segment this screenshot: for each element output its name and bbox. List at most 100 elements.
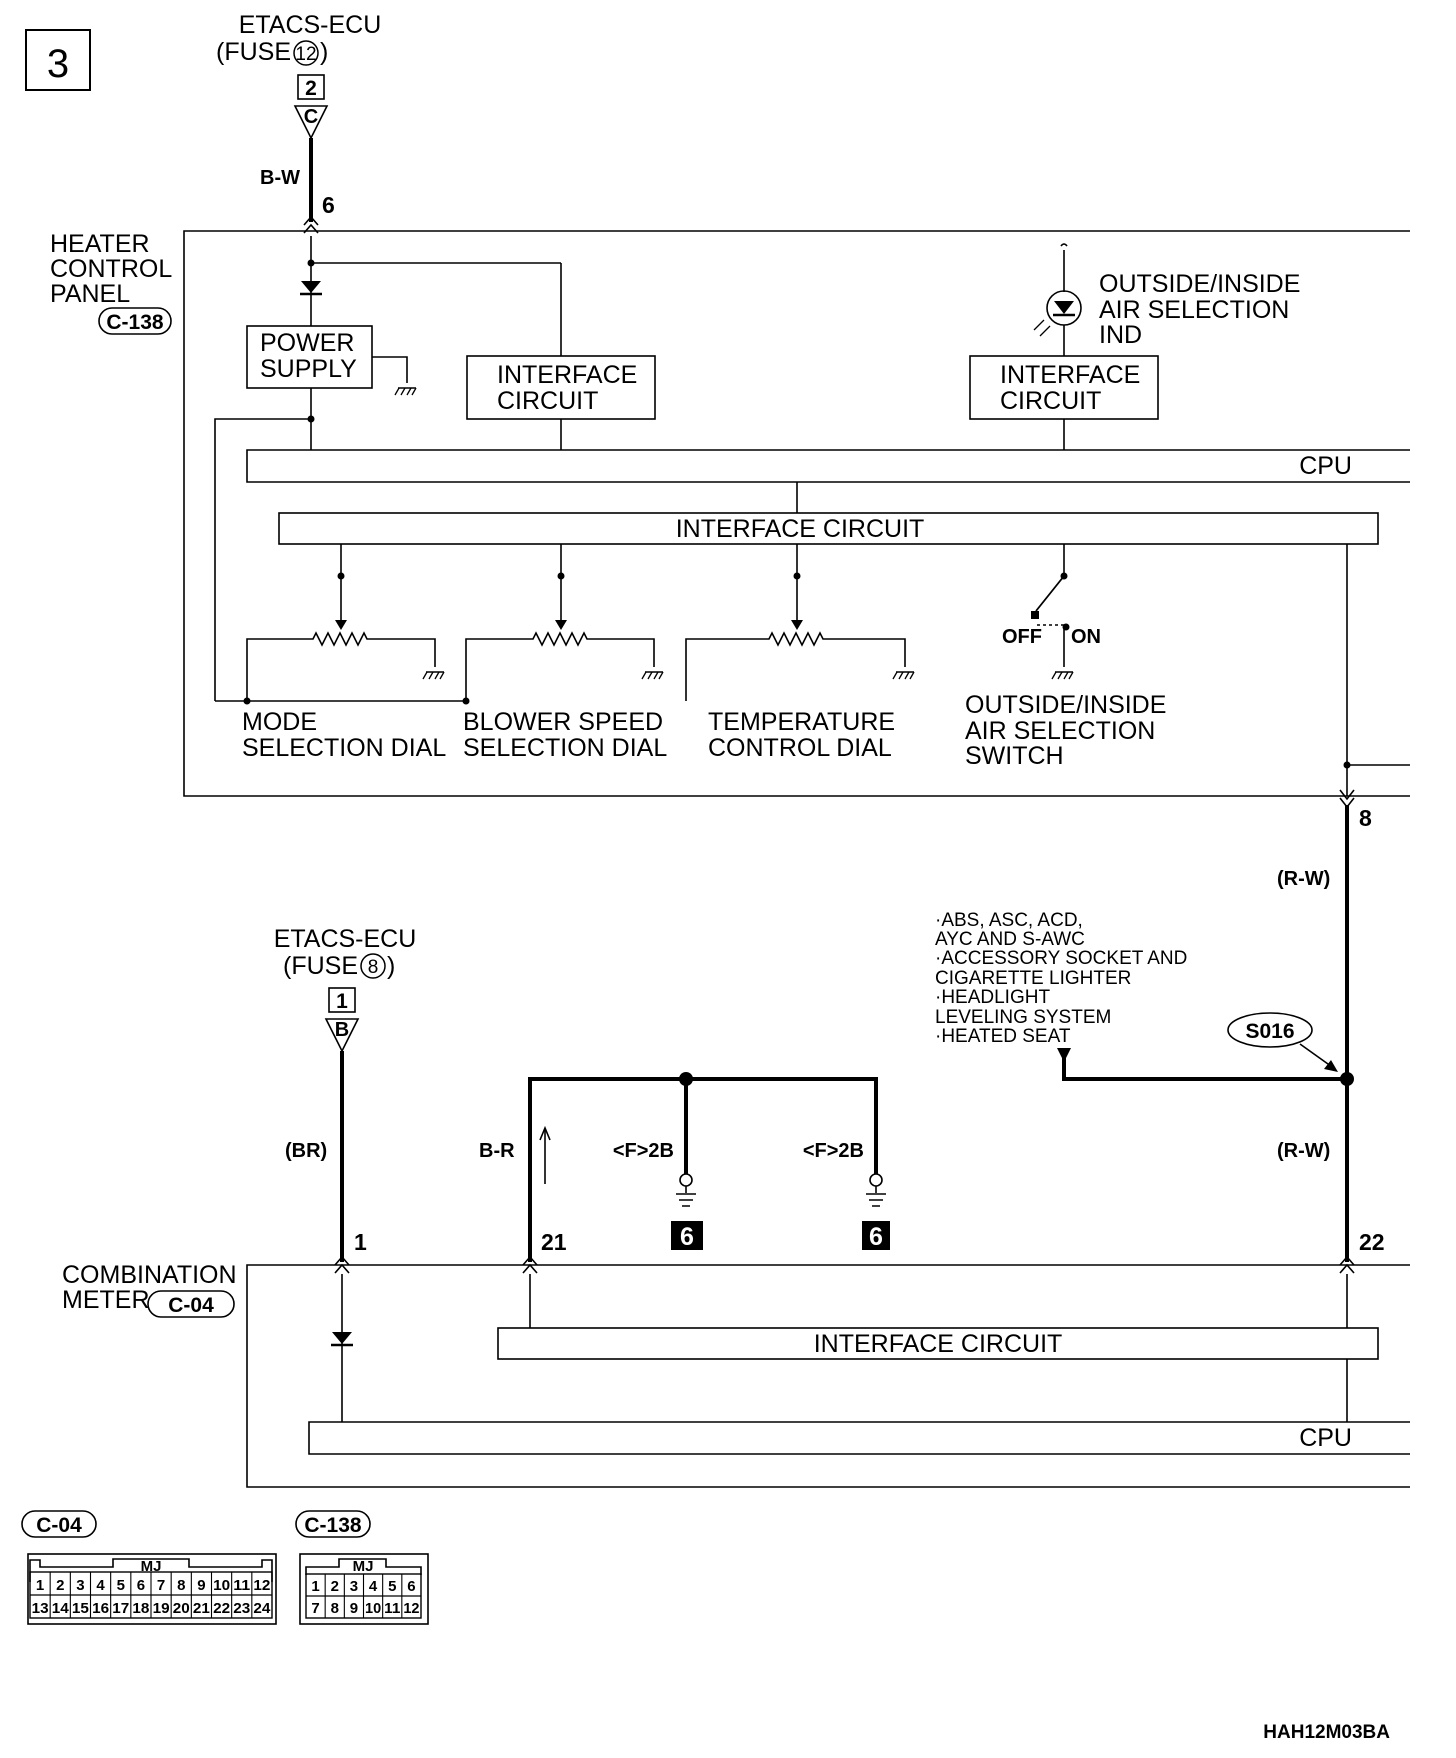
mode-dial bbox=[246, 544, 445, 701]
c138-pin-9: 9 bbox=[350, 1600, 358, 1617]
systems-line-4: CIGARETTE LIGHTER bbox=[935, 968, 1131, 989]
heater-title-line-3: PANEL bbox=[50, 280, 130, 308]
heater-interface-main bbox=[278, 512, 1379, 545]
top-pin-6: 6 bbox=[322, 192, 335, 218]
c04-mj: MJ bbox=[141, 1558, 162, 1575]
temperature-dial bbox=[685, 544, 915, 701]
heater-interface-main-label: INTERFACE CIRCUIT bbox=[676, 515, 925, 543]
c04-pin-3: 3 bbox=[76, 1577, 84, 1594]
systems-line-5: ·HEADLIGHT bbox=[935, 987, 1050, 1008]
ground-point-icon bbox=[679, 1173, 693, 1187]
c04-pin-9: 9 bbox=[197, 1577, 205, 1594]
systems-line-1: ·ABS, ASC, ACD, bbox=[935, 910, 1083, 931]
mode-dial-line-2: SELECTION DIAL bbox=[242, 734, 446, 762]
c04-pin-15: 15 bbox=[72, 1600, 89, 1617]
heater-control-panel: HEATER CONTROL PANEL C-138 POWER SUPPLY … bbox=[50, 216, 1410, 797]
interface-circuit-left bbox=[466, 355, 656, 420]
interface-right-line-2: CIRCUIT bbox=[1000, 387, 1101, 415]
ground-2-badge bbox=[862, 1221, 890, 1250]
meter-wire-color: (BR) bbox=[285, 1140, 327, 1162]
heater-connector-id: C-138 bbox=[106, 311, 164, 334]
c138-name: C-138 bbox=[304, 1514, 362, 1537]
switch-on-label: ON bbox=[1071, 626, 1101, 648]
c138-pin-12: 12 bbox=[403, 1600, 419, 1617]
heater-out-pin-8: 8 bbox=[1359, 805, 1372, 831]
c04-pin-13: 13 bbox=[32, 1600, 49, 1617]
meter-source-fuse-label: (FUSE bbox=[283, 952, 358, 980]
connector-triangle-icon bbox=[293, 105, 329, 140]
air-selection-switch: OFF ON bbox=[1002, 544, 1101, 680]
temperature-dial-line-2: CONTROL DIAL bbox=[708, 734, 892, 762]
systems-line-7: ·HEATED SEAT bbox=[935, 1026, 1071, 1047]
heater-title-line-1: HEATER bbox=[50, 230, 150, 258]
c138-pin-10: 10 bbox=[365, 1600, 381, 1617]
blower-dial-line-1: BLOWER SPEED bbox=[463, 708, 663, 736]
c04-pin-1: 1 bbox=[36, 1577, 44, 1594]
c04-pin-5: 5 bbox=[117, 1577, 125, 1594]
heater-title-line-2: CONTROL bbox=[50, 255, 172, 283]
c04-pin-16: 16 bbox=[92, 1600, 109, 1617]
meter-interface-label: INTERFACE CIRCUIT bbox=[814, 1330, 1063, 1358]
c138-pin-6: 6 bbox=[407, 1578, 415, 1595]
c04-pin-8: 8 bbox=[177, 1577, 185, 1594]
splice-tag bbox=[1227, 1012, 1313, 1048]
top-wire-color: B-W bbox=[260, 167, 300, 189]
c138-pin-4: 4 bbox=[369, 1578, 378, 1595]
c04-pin-23: 23 bbox=[233, 1600, 250, 1617]
c04-pin-22: 22 bbox=[213, 1600, 230, 1617]
switch-label-line-3: SWITCH bbox=[965, 742, 1064, 770]
c04-pin-12: 12 bbox=[253, 1577, 270, 1594]
diode-icon bbox=[301, 281, 321, 293]
c04-pin-11: 11 bbox=[233, 1577, 250, 1594]
rw-color-top: (R-W) bbox=[1277, 868, 1330, 890]
c04-pin-7: 7 bbox=[157, 1577, 165, 1594]
ground-1-number: 6 bbox=[680, 1223, 694, 1251]
ground-icon bbox=[394, 387, 417, 396]
ground-wire-color: B-R bbox=[479, 1140, 515, 1162]
heater-panel-border bbox=[183, 230, 1410, 797]
meter-pin-21: 21 bbox=[541, 1229, 567, 1255]
meter-source-name: ETACS-ECU bbox=[274, 925, 417, 953]
interface-circuit-right bbox=[969, 355, 1159, 420]
top-source-fuse-label: (FUSE bbox=[216, 38, 291, 66]
c138-pin-5: 5 bbox=[388, 1578, 396, 1595]
blower-dial-line-2: SELECTION DIAL bbox=[463, 734, 667, 762]
arrow-up-icon bbox=[539, 1125, 551, 1141]
ground-1-badge bbox=[671, 1221, 703, 1250]
meter-etacs-source: ETACS-ECU (FUSE 8 ) 1 B (BR) 1 bbox=[274, 925, 417, 1262]
systems-line-3: ·ACCESSORY SOCKET AND bbox=[935, 948, 1187, 969]
c04-name: C-04 bbox=[36, 1514, 82, 1537]
c138-pin-3: 3 bbox=[350, 1578, 358, 1595]
top-etacs-source: ETACS-ECU (FUSE 12 ) 2 C B-W 6 bbox=[216, 11, 381, 222]
connector-tag-c04 bbox=[147, 1290, 235, 1318]
diode-icon bbox=[332, 1332, 352, 1344]
ground-2-label: <F>2B bbox=[803, 1140, 864, 1162]
mode-dial-line-1: MODE bbox=[242, 708, 317, 736]
indicator-line-1: OUTSIDE/INSIDE bbox=[1099, 270, 1300, 298]
meter-terminal-box bbox=[328, 987, 356, 1013]
meter-interface-circuit bbox=[497, 1327, 1379, 1360]
meter-cpu-label: CPU bbox=[1299, 1424, 1352, 1452]
page-number: 3 bbox=[47, 42, 69, 86]
systems-list: ·ABS, ASC, ACD, AYC AND S-AWC ·ACCESSORY… bbox=[935, 910, 1187, 1047]
meter-pin-1: 1 bbox=[354, 1229, 367, 1255]
arrow-icon bbox=[1057, 1048, 1071, 1062]
footer-code: HAH12M03BA bbox=[1263, 1722, 1390, 1743]
power-supply-line-2: SUPPLY bbox=[260, 355, 357, 383]
meter-pin-22: 22 bbox=[1359, 1229, 1385, 1255]
top-terminal-number: 2 bbox=[305, 77, 317, 100]
interface-left-line-1: INTERFACE bbox=[497, 361, 637, 389]
heater-cpu-label: CPU bbox=[1299, 452, 1352, 480]
c138-pin-11: 11 bbox=[384, 1600, 400, 1617]
rw-wire: 8 (R-W) (R-W) S016 bbox=[1057, 789, 1372, 1262]
indicator-line-2: AIR SELECTION bbox=[1099, 296, 1289, 324]
meter-source-fuse-number: 8 bbox=[368, 957, 379, 978]
switch-label-line-1: OUTSIDE/INSIDE bbox=[965, 691, 1166, 719]
connector-triangle-icon bbox=[324, 1018, 360, 1053]
rw-color-bottom: (R-W) bbox=[1277, 1140, 1330, 1162]
c138-mj: MJ bbox=[353, 1558, 374, 1575]
c04-pin-14: 14 bbox=[52, 1600, 70, 1617]
